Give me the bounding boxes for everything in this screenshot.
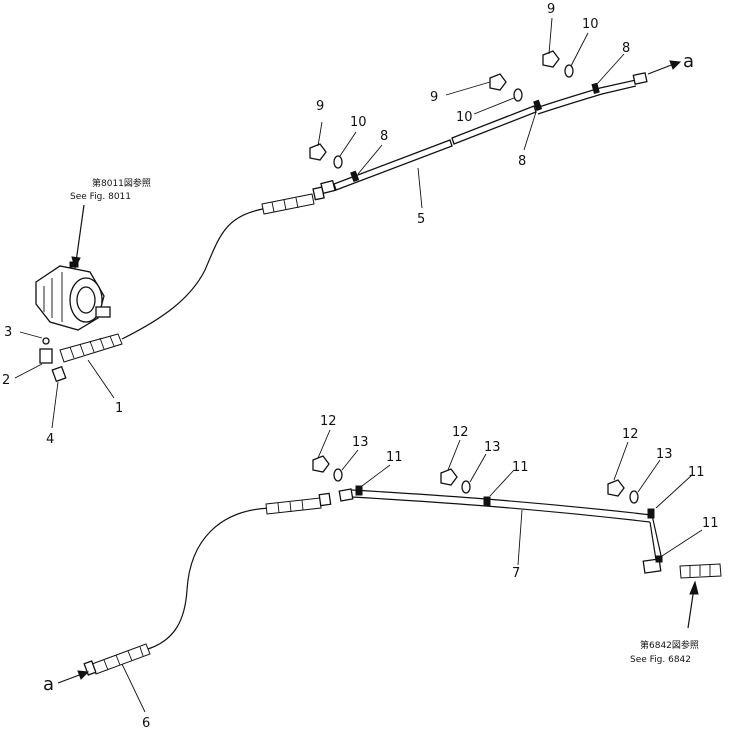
callout-7: 7 xyxy=(512,566,520,581)
connector-label-bottom: a xyxy=(43,674,54,695)
washer-13 xyxy=(333,468,639,504)
callout-12b: 12 xyxy=(452,425,469,440)
reference-jp-top: 第8011図参照 xyxy=(92,177,151,189)
callout-5: 5 xyxy=(417,212,425,227)
callout-1: 1 xyxy=(115,401,123,416)
callout-10b: 10 xyxy=(456,110,473,125)
callout-12c: 12 xyxy=(622,427,639,442)
callout-11a: 11 xyxy=(386,450,403,465)
leader-lines xyxy=(14,17,703,713)
tube-7 xyxy=(338,488,722,579)
reference-note-bottom: See Fig. 6842 xyxy=(630,655,691,665)
clamp-8 xyxy=(350,82,600,183)
callout-6: 6 xyxy=(142,716,150,729)
hose-1 xyxy=(59,186,325,363)
callout-labels: 3 2 4 1 9 10 8 5 9 10 8 9 10 8 12 13 11 … xyxy=(2,2,719,729)
pump-assembly xyxy=(35,261,111,331)
fitting-elbow xyxy=(39,337,67,383)
hose-6 xyxy=(83,492,332,676)
washer-10 xyxy=(333,64,574,169)
callout-13c: 13 xyxy=(656,447,673,462)
callout-3: 3 xyxy=(4,325,12,340)
bolt-12 xyxy=(312,455,625,497)
callout-12a: 12 xyxy=(320,414,337,429)
callout-9b: 9 xyxy=(430,90,438,105)
connector-label-top: a xyxy=(683,51,694,72)
callout-8a: 8 xyxy=(380,129,388,144)
callout-10a: 10 xyxy=(350,115,367,130)
callout-9c: 9 xyxy=(547,2,555,17)
reference-jp-bottom: 第6842図参照 xyxy=(640,639,699,651)
callout-13b: 13 xyxy=(484,440,501,455)
connector-arrow-top: a xyxy=(647,51,694,75)
callout-4: 4 xyxy=(46,432,54,447)
callout-11d: 11 xyxy=(702,516,719,531)
callout-2: 2 xyxy=(2,373,10,388)
callout-11b: 11 xyxy=(512,460,529,475)
callout-8c: 8 xyxy=(622,41,630,56)
callout-8b: 8 xyxy=(518,154,526,169)
reference-note-top: See Fig. 8011 xyxy=(70,192,131,202)
callout-10c: 10 xyxy=(582,17,599,32)
bolt-9 xyxy=(309,50,560,161)
clamp-11 xyxy=(355,485,663,563)
callout-9a: 9 xyxy=(316,99,324,114)
connector-arrow-bottom: a xyxy=(43,670,90,695)
callout-11c: 11 xyxy=(688,465,705,480)
tube-5 xyxy=(320,72,648,195)
callout-13a: 13 xyxy=(352,435,369,450)
